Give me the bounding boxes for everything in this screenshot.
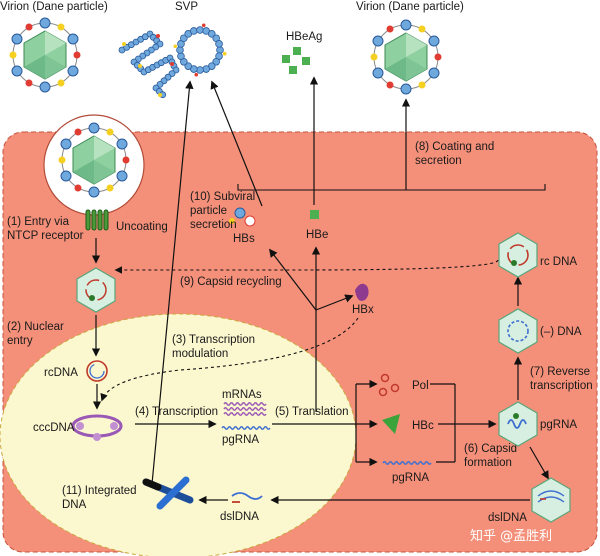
label-step7-l1: (7) Reverse (530, 366, 590, 378)
hbs-particle-red (244, 215, 256, 227)
label-mrnas: mRNAs (222, 389, 262, 401)
svp-ring (173, 23, 227, 77)
pgrna-strand-nucleus (221, 426, 271, 430)
label-step11-l1: (11) Integrated (62, 485, 137, 497)
rcdna-nucleus (86, 360, 108, 382)
label-hbe: HBe (306, 229, 328, 241)
label-step9: (9) Capsid recycling (180, 276, 282, 288)
pol-protein (378, 373, 400, 397)
label-step3-l1: (3) Transcription (172, 334, 255, 346)
arrow-hbs-to-svp (210, 80, 263, 207)
hbeag-particles (282, 47, 310, 74)
label-step10-l2: particle (190, 205, 227, 217)
hbs-particle-blue (234, 207, 246, 219)
label-dsldna-capsid: dslDNA (488, 512, 527, 524)
label-step8-l1: (8) Coating and (415, 141, 494, 153)
label-step10-l1: (10) Subviral (190, 191, 255, 203)
label-rc-dna: rc DNA (540, 256, 577, 268)
watermark: 知乎 @孟胜利 (470, 528, 552, 544)
label-step10-l3: secretion (190, 219, 237, 231)
arrow-to-hbs (268, 248, 317, 311)
label-cccdna: cccDNA (33, 422, 75, 434)
pgrna-strand-cytoplasm (382, 461, 432, 465)
label-step2-l2: entry (7, 335, 33, 347)
label-dsldna-nucleus: dslDNA (220, 511, 259, 523)
label-hbs: HBs (233, 233, 255, 245)
label-step11-l2: DNA (62, 499, 87, 511)
label-minus-dna: (–) DNA (540, 326, 582, 338)
secretion-bracket (237, 184, 546, 191)
label-uncoating: Uncoating (116, 221, 168, 233)
ntcp-receptor (85, 209, 109, 231)
virion-right (370, 19, 442, 95)
label-hbx: HBx (352, 304, 374, 316)
label-rcdna-nucleus: rcDNA (44, 367, 78, 379)
label-svp: SVP (175, 1, 198, 13)
capsid-pol (89, 295, 95, 301)
label-step2-l1: (2) Nuclear (7, 321, 64, 333)
label-step7-l2: transcription (530, 380, 593, 392)
hbc-protein (382, 414, 400, 434)
label-step1-l1: (1) Entry via (7, 216, 70, 228)
label-step6-l2: formation (464, 457, 512, 469)
label-hbeag: HBeAg (286, 31, 322, 43)
arrow-transcription-modulation (100, 317, 359, 402)
mrna-strands (223, 402, 267, 416)
label-step1-l2: NTCP receptor (7, 230, 84, 242)
hbx-protein (355, 283, 369, 301)
label-virion-left: Virion (Dane particle) (0, 1, 108, 13)
label-step3-l2: modulation (172, 348, 228, 360)
hbe-particle (310, 210, 319, 219)
arrow-integrated-to-svp (151, 80, 194, 485)
arrow-to-dsldna (529, 446, 549, 480)
label-step6-l1: (6) Capsid (464, 443, 517, 455)
capsid-genome (85, 279, 107, 301)
label-pol: Pol (412, 380, 429, 392)
label-step4: (4) Transcription (135, 406, 218, 418)
label-pgrna-low: pgRNA (392, 472, 429, 484)
label-pgrna-mid: pgRNA (222, 434, 259, 446)
label-virion-right: Virion (Dane particle) (356, 1, 464, 13)
svp-chain (118, 30, 180, 99)
label-step5: (5) Translation (275, 406, 349, 418)
integrated-chromosome (142, 476, 194, 510)
label-step8-l2: secretion (415, 155, 462, 167)
hbs-particle-yellow (229, 218, 235, 224)
dsldna-nucleus (231, 492, 263, 500)
virion-left (9, 17, 81, 93)
arrow-to-hbx (315, 294, 354, 311)
label-hbc: HBc (412, 420, 434, 432)
label-pgrna-capsid: pgRNA (540, 419, 577, 431)
